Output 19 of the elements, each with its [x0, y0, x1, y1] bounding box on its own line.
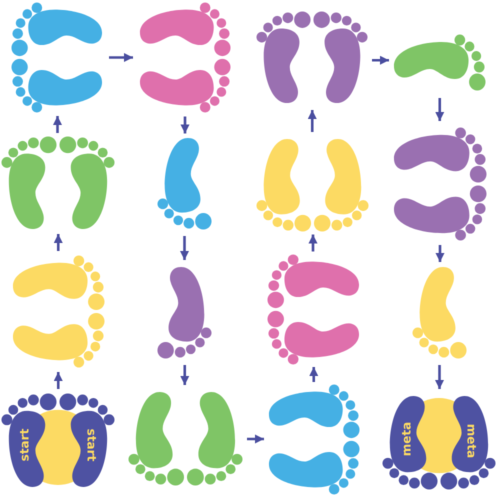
arrow	[109, 53, 133, 62]
arrow	[372, 56, 389, 65]
foot-label: meta	[464, 424, 478, 458]
arrow	[247, 434, 264, 444]
arrow	[308, 110, 317, 132]
foot-label: start	[84, 428, 98, 462]
arrow	[180, 116, 190, 134]
arrow	[308, 234, 318, 252]
arrow	[309, 367, 318, 382]
foot-label: start	[18, 428, 32, 462]
foot-label: meta	[400, 422, 414, 456]
arrow	[435, 98, 444, 121]
arrow	[180, 236, 189, 260]
arrow	[53, 116, 62, 133]
arrow	[180, 365, 190, 385]
arrow	[54, 234, 63, 251]
arrow	[436, 245, 444, 262]
arrow	[54, 372, 63, 389]
arrow	[435, 365, 444, 389]
